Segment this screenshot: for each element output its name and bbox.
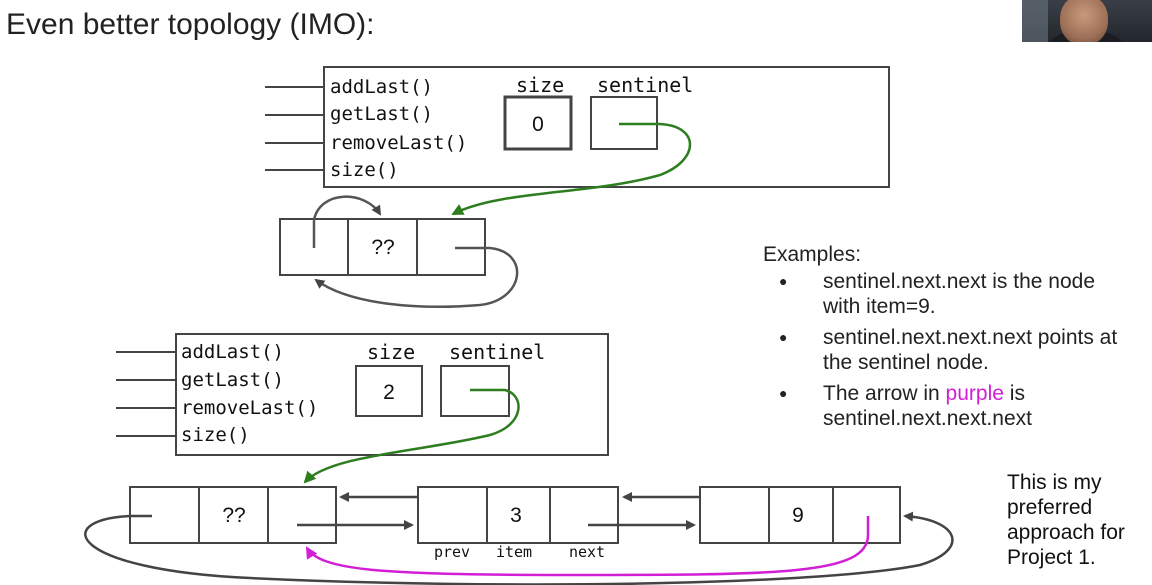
method-size: size() [181,424,250,446]
node-box [699,486,901,544]
slide-title: Even better topology (IMO): [6,8,375,41]
method-size: size() [330,159,399,181]
examples-list: sentinel.next.next is the node with item… [763,269,1123,431]
purple-next-arrow [305,516,870,577]
method-addlast: addLast() [181,341,284,363]
sentinel-label: sentinel [449,340,545,364]
presenter-webcam [1022,0,1152,42]
example-bullet: sentinel.next.next.next points at the se… [779,325,1123,375]
method-removelast: removeLast() [330,132,467,154]
presenter-head [1060,0,1108,42]
size-box [355,365,423,417]
preferred-approach-note: This is my preferred approach for Projec… [1007,471,1125,569]
size-box [503,95,573,151]
node-item: 3 [510,504,522,527]
example-bullet: sentinel.next.next is the node with item… [779,269,1123,319]
bottom-list-object: addLast() getLast() removeLast() size() … [116,333,609,456]
field-label-item: item [496,543,532,561]
top-sentinel-node: ?? [279,218,486,276]
sentinel-pointer-arrow [303,388,520,484]
top-list-object: addLast() getLast() removeLast() size() … [265,66,890,188]
example-bullet: The arrow in purple is sentinel.next.nex… [779,381,1123,431]
example-text: sentinel.next.next.next points at the se… [823,326,1118,374]
sentinel-label: sentinel [597,73,693,97]
size-value: 0 [532,113,544,136]
example-highlight-purple: purple [945,382,1004,405]
size-value: 2 [383,381,395,404]
bottom-node-sentinel: ?? [129,486,337,544]
next-self-arrow [314,246,519,308]
node-item: 9 [792,504,804,527]
field-label-prev: prev [434,543,470,561]
bottom-list-box [175,333,609,456]
sentinel-pointer-arrow [451,122,692,216]
examples-heading: Examples: [763,243,862,266]
example-text-pre: The arrow in [823,382,946,405]
method-removelast: removeLast() [181,397,318,419]
webcam-background [1022,0,1048,42]
bottom-node-3: 3 prev item next [417,486,619,561]
wraparound-prev-arrow [84,511,954,585]
node-item: ?? [222,504,245,527]
example-text-post: is sentinel.next.next.next [823,382,1032,430]
method-getlast: getLast() [181,369,284,391]
size-label: size [367,340,415,364]
field-label-next: next [569,543,605,561]
size-label: size [516,73,564,97]
example-text: sentinel.next.next is the node with item… [823,270,1096,318]
prev-self-arrow [312,195,382,248]
examples-panel: Examples: sentinel.next.next is the node… [763,242,1123,437]
bottom-node-9: 9 [699,486,901,544]
node-box [417,486,619,544]
method-addlast: addLast() [330,76,433,98]
node-item: ?? [371,236,394,259]
method-getlast: getLast() [330,103,433,125]
